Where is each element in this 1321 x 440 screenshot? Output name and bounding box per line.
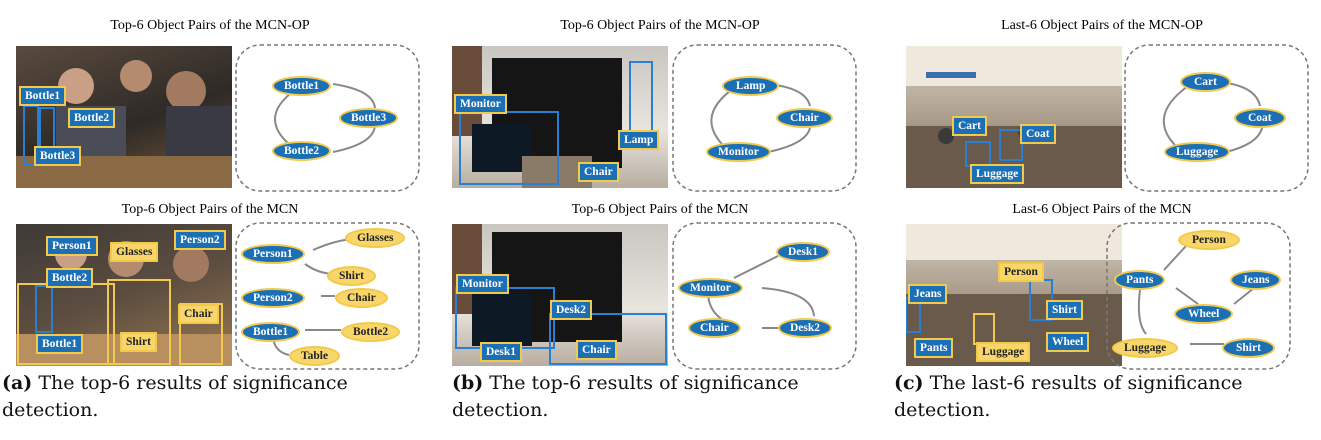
node-luggage: Luggage	[1164, 142, 1231, 162]
tag-luggage: Luggage	[970, 164, 1025, 184]
node-table: Table	[289, 346, 341, 366]
tag-wheel: Wheel	[1046, 332, 1090, 352]
photo-room: Monitor Lamp Chair	[452, 46, 668, 188]
photo-airport-2: Person Jeans Shirt Pants Luggage Wheel	[906, 224, 1122, 366]
tag-desk2: Desk2	[550, 300, 593, 320]
graph-b-top: Lamp Chair Monitor	[672, 44, 857, 192]
node-bottle2: Bottle2	[341, 322, 401, 342]
photo-audience: Bottle1 Bottle2 Bottle3	[16, 46, 232, 188]
graph-b-bottom: Desk1 Monitor Chair Desk2	[672, 222, 857, 370]
bottom-title: Top-6 Object Pairs of the MCN	[121, 202, 299, 217]
panel-b: Top-6 Object Pairs of the MCN-OP Monitor…	[450, 0, 890, 440]
node-wheel: Wheel	[1174, 304, 1234, 324]
node-chair: Chair	[776, 108, 833, 128]
node-bottle1: Bottle1	[272, 76, 332, 96]
tag-monitor-b: Monitor	[456, 274, 509, 294]
top-title: Top-6 Object Pairs of the MCN-OP	[110, 18, 310, 33]
node-luggage: Luggage	[1112, 338, 1179, 358]
tag-jeans: Jeans	[908, 284, 948, 304]
caption-label: (a)	[2, 372, 33, 394]
graph-c-bottom-edges	[1106, 222, 1291, 370]
node-person1: Person1	[241, 244, 305, 264]
tag-bottle1: Bottle1	[19, 86, 67, 106]
tag-bottle3: Bottle3	[34, 146, 82, 166]
tag-shirt: Shirt	[120, 332, 157, 352]
node-monitor: Monitor	[678, 278, 743, 298]
graph-c-top: Cart Coat Luggage	[1124, 44, 1309, 192]
photo-room-art	[452, 46, 653, 188]
tag-chair: Chair	[178, 304, 219, 324]
caption-text: The top-6 results of significance detect…	[452, 372, 799, 421]
node-shirt: Shirt	[1222, 338, 1275, 358]
graph-c-bottom: Person Pants Jeans Wheel Luggage Shirt	[1106, 222, 1291, 370]
tag-luggage-b: Luggage	[976, 342, 1031, 362]
tag-person1: Person1	[46, 236, 98, 256]
caption-a: (a) The top-6 results of significance de…	[2, 370, 412, 424]
node-chair: Chair	[688, 318, 741, 338]
node-desk1: Desk1	[776, 242, 831, 262]
photo-airport: Cart Coat Luggage	[906, 46, 1122, 188]
tag-pants: Pants	[914, 338, 954, 358]
node-shirt: Shirt	[327, 266, 376, 286]
caption-text: The last-6 results of significance detec…	[894, 372, 1243, 421]
tag-glasses: Glasses	[110, 242, 159, 262]
top-title: Last-6 Object Pairs of the MCN-OP	[1001, 18, 1203, 33]
node-jeans: Jeans	[1230, 270, 1282, 290]
bottom-title: Top-6 Object Pairs of the MCN	[571, 202, 749, 217]
tag-bottle2: Bottle2	[68, 108, 116, 128]
caption-c: (c) The last-6 results of significance d…	[894, 370, 1304, 424]
panel-a: Top-6 Object Pairs of the MCN-OP Bottle1…	[0, 0, 440, 440]
photo-audience-2: Person1 Glasses Person2 Bottle2 Chair Bo…	[16, 224, 232, 366]
tag-lamp: Lamp	[618, 130, 660, 150]
tag-desk1: Desk1	[480, 342, 523, 362]
node-bottle3: Bottle3	[339, 108, 399, 128]
tag-bottle2-b: Bottle2	[46, 268, 94, 288]
tag-person: Person	[998, 262, 1044, 282]
caption-b: (b) The top-6 results of significance de…	[452, 370, 862, 424]
tag-shirt: Shirt	[1046, 300, 1083, 320]
caption-label: (b)	[452, 372, 484, 394]
node-desk2: Desk2	[778, 318, 833, 338]
caption-label: (c)	[894, 372, 924, 394]
bottom-title: Last-6 Object Pairs of the MCN	[1012, 202, 1192, 217]
tag-chair-b: Chair	[576, 340, 617, 360]
photo-audience-art	[16, 60, 232, 188]
tag-chair: Chair	[578, 162, 619, 182]
tag-bottle1-b: Bottle1	[36, 334, 84, 354]
node-glasses: Glasses	[345, 228, 406, 248]
node-person: Person	[1178, 230, 1240, 250]
node-cart: Cart	[1180, 72, 1231, 92]
node-bottle1: Bottle1	[241, 322, 301, 342]
node-monitor: Monitor	[706, 142, 771, 162]
tag-cart: Cart	[952, 116, 987, 136]
node-lamp: Lamp	[722, 76, 780, 96]
graph-a-top: Bottle1 Bottle3 Bottle2	[235, 44, 420, 192]
node-chair: Chair	[335, 288, 388, 308]
tag-person2: Person2	[174, 230, 226, 250]
node-coat: Coat	[1234, 108, 1286, 128]
tag-coat: Coat	[1020, 124, 1056, 144]
top-title: Top-6 Object Pairs of the MCN-OP	[560, 18, 760, 33]
caption-text: The top-6 results of significance detect…	[2, 372, 348, 421]
node-pants: Pants	[1114, 270, 1166, 290]
node-person2: Person2	[241, 288, 305, 308]
graph-a-bottom: Person1 Glasses Shirt Person2 Chair Bott…	[235, 222, 420, 370]
photo-room-2-art	[452, 224, 667, 365]
node-bottle2: Bottle2	[272, 141, 332, 161]
tag-monitor: Monitor	[454, 94, 507, 114]
photo-room-2: Monitor Desk2 Desk1 Chair	[452, 224, 668, 366]
panel-c: Last-6 Object Pairs of the MCN-OP Cart C…	[892, 0, 1321, 440]
